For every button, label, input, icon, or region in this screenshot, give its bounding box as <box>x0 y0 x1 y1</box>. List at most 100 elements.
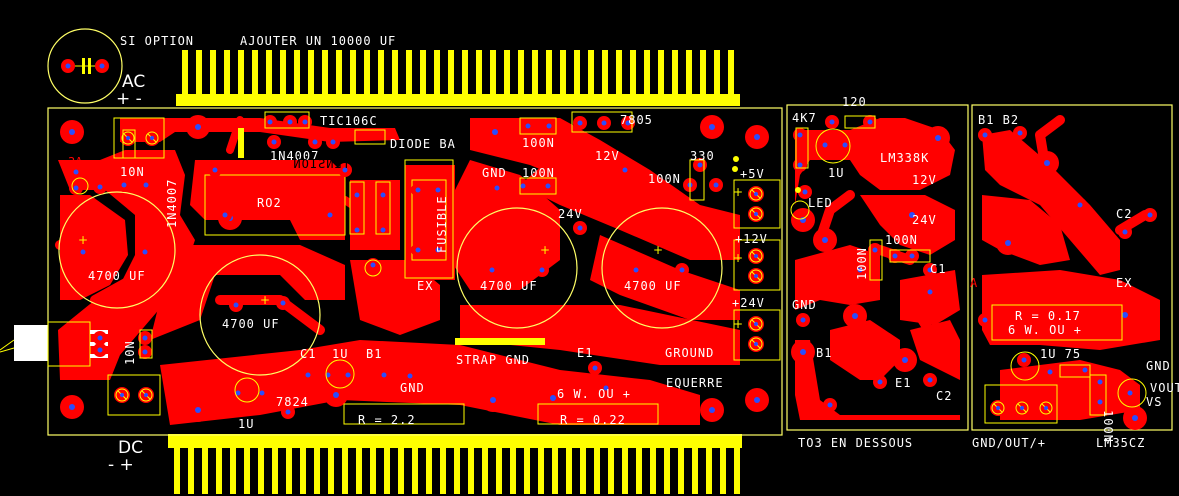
label-1u: 1U <box>828 166 844 180</box>
terminal-dc <box>107 374 161 416</box>
strap-vertical <box>238 128 244 158</box>
bridge-ro2-outline <box>204 174 346 236</box>
capacitor-4700uf-middle-left <box>199 254 321 376</box>
label-c2-right: C2 <box>1116 207 1132 221</box>
resistor-outlines <box>122 111 705 425</box>
label-out-12v: +12V <box>735 232 768 246</box>
middle-silk <box>790 115 931 281</box>
main-board-outline <box>47 107 783 436</box>
label-r017: R = 0.17 <box>1015 309 1081 323</box>
middle-board-outline <box>786 104 969 431</box>
right-labels: B1 B2 C2 A 0! MILA EX R = 0.17 6 W. OU +… <box>970 113 1179 450</box>
label-24v: 24V <box>558 207 583 221</box>
svg-text:+: + <box>78 233 88 247</box>
right-silk <box>984 304 1147 424</box>
label-e1-mid: E1 <box>895 376 911 390</box>
main-labels: TIC106C DIODE BA 1N4007 TENSION 3A 10N 1… <box>68 113 768 431</box>
label-6w-right: 6 W. OU + <box>1008 323 1082 337</box>
dc-polarity: - + <box>108 455 134 475</box>
connector-labels: AC + - DC - + <box>108 72 145 475</box>
polarity-marks: + + + + + + + <box>78 185 743 331</box>
label-b1-mid: B1 <box>816 346 832 360</box>
label-b1b2: B1 B2 <box>978 113 1019 127</box>
strap-gnd <box>455 338 545 345</box>
label-diode-ba: DIODE BA <box>390 137 456 151</box>
label-ro2: RO2 <box>257 196 282 210</box>
label-7805: 7805 <box>620 113 653 127</box>
label-10n-b: 10N <box>123 340 137 365</box>
label-100n-mid-b: 100N <box>885 233 918 247</box>
label-1n4007-a: 1N4007 <box>270 149 319 163</box>
label-ex: EX <box>417 279 433 293</box>
label-gnd-right: GND <box>1146 359 1171 373</box>
label-c2-mid: C2 <box>936 389 952 403</box>
diode-icons <box>71 177 382 403</box>
label-4700uf-a: 4700 UF <box>88 269 146 283</box>
fuse-holder <box>404 159 454 279</box>
right-board-outline <box>971 104 1173 431</box>
label-100n-c: 100N <box>648 172 681 186</box>
label-lm35cz: LM35CZ <box>1096 436 1145 450</box>
svg-text:+: + <box>260 293 270 307</box>
label-out-24v: +24V <box>732 296 765 310</box>
label-4k7: 4K7 <box>792 111 817 125</box>
label-12v-mid: 12V <box>912 173 937 187</box>
ac-polarity: + - <box>116 89 142 109</box>
label-4700uf-c: 4700 UF <box>480 279 538 293</box>
middle-copper <box>795 118 960 420</box>
right-copper <box>982 115 1160 420</box>
capacitor-4700uf-center <box>456 207 578 329</box>
header-notes: SI OPTION AJOUTER UN 10000 UF <box>120 34 396 48</box>
label-24v-mid: 24V <box>912 213 937 227</box>
label-b1: B1 <box>366 347 382 361</box>
label-4700uf-d: 4700 UF <box>624 279 682 293</box>
middle-labels: 120 4K7 LM338K 1U LED 12V 24V 100N 100N … <box>792 95 952 450</box>
label-1u75: 1U 75 <box>1040 347 1081 361</box>
label-gnd-out: GND/OUT/+ <box>972 436 1046 450</box>
svg-text:+: + <box>733 185 743 199</box>
label-lm338k: LM338K <box>880 151 929 165</box>
label-1n4007-b: 1N4007 <box>165 179 179 228</box>
capacitor-4700uf-left <box>58 191 176 309</box>
label-330: 330 <box>690 149 715 163</box>
svg-text:+: + <box>653 243 663 257</box>
option-note-2: AJOUTER UN 10000 UF <box>240 34 396 48</box>
label-120: 120 <box>842 95 867 109</box>
label-tension: TENSION <box>292 157 350 171</box>
label-1u-a: 1U <box>332 347 348 361</box>
label-e1: E1 <box>577 346 593 360</box>
label-led: LED <box>808 196 833 210</box>
dc-label: DC <box>118 438 143 458</box>
label-100n-right: 100N <box>1101 410 1115 443</box>
svg-text:+: + <box>733 317 743 331</box>
label-12v: 12V <box>595 149 620 163</box>
label-4700uf-b: 4700 UF <box>222 317 280 331</box>
label-vout: VOUT <box>1150 381 1179 395</box>
label-alim: A 0! MILA <box>970 276 1036 290</box>
label-c1-mid: C1 <box>930 262 946 276</box>
terminal-ac <box>113 117 165 159</box>
label-equerre: EQUERRE <box>666 376 724 390</box>
label-gnd-mid: GND <box>792 298 817 312</box>
terminals-outputs <box>733 179 781 361</box>
label-to3-note: TO3 EN DESSOUS <box>798 436 913 450</box>
ac-label: AC <box>122 72 145 92</box>
label-ground: GROUND <box>665 346 714 360</box>
label-100n-mid-a: 100N <box>855 247 869 280</box>
label-10n-a: 10N <box>120 165 145 179</box>
label-c1: C1 <box>300 347 316 361</box>
label-gnd-bottom: GND <box>400 381 425 395</box>
label-6w: 6 W. OU + <box>557 387 631 401</box>
label-100n-a: 100N <box>522 136 555 150</box>
label-gnd-top: GND <box>482 166 507 180</box>
label-100n-b: 100N <box>522 166 555 180</box>
capacitor-4700uf-right <box>601 207 723 329</box>
label-out-5v: +5V <box>740 167 765 181</box>
label-1u-b: 1U <box>238 417 254 431</box>
heatsink-top <box>176 50 740 106</box>
label-vs: VS <box>1146 395 1162 409</box>
heatsink-bottom <box>168 434 742 494</box>
label-7824: 7824 <box>276 395 309 409</box>
label-3a: 3A <box>68 155 83 169</box>
